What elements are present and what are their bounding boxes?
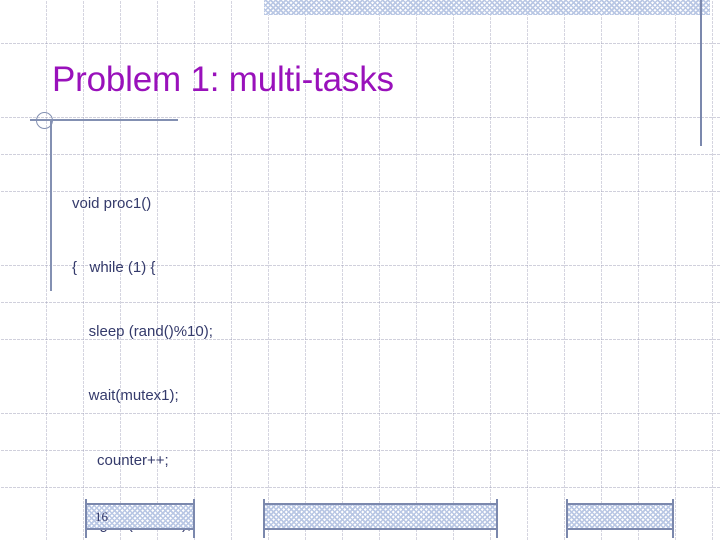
footer-box-page-number: 16 <box>85 499 195 538</box>
footer-box-center <box>263 499 498 538</box>
code-line: wait(mutex1); <box>72 387 179 405</box>
footer-tick-right <box>496 499 498 538</box>
title-underline-rule <box>30 119 178 121</box>
footer-tick-left <box>566 499 568 538</box>
page-number: 16 <box>95 509 108 524</box>
page-title: Problem 1: multi-tasks <box>52 60 394 99</box>
left-vertical-rule <box>50 119 52 291</box>
code-line: { while (1) { <box>72 259 156 277</box>
code-line: void proc1() <box>72 194 152 212</box>
footer-tick-left <box>263 499 265 538</box>
footer-box-right <box>566 499 674 538</box>
code-line: sleep (rand()%10); <box>72 323 213 341</box>
code-block: void proc1() { while (1) { sleep (rand()… <box>72 150 472 540</box>
circle-decoration-icon <box>36 112 53 129</box>
code-line: counter++; <box>72 451 169 469</box>
header-band <box>264 0 710 15</box>
footer-tick-right <box>193 499 195 538</box>
footer-tick-left <box>85 499 87 538</box>
footer-tick-right <box>672 499 674 538</box>
header-right-rule <box>700 0 702 146</box>
